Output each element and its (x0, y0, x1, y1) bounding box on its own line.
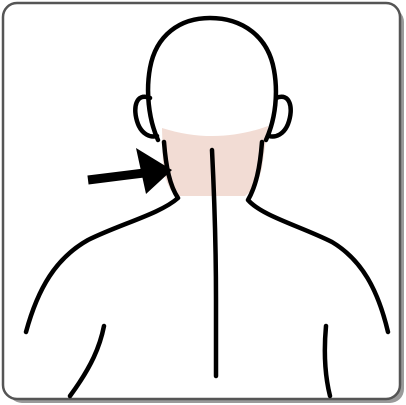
frame-border (3, 3, 400, 399)
